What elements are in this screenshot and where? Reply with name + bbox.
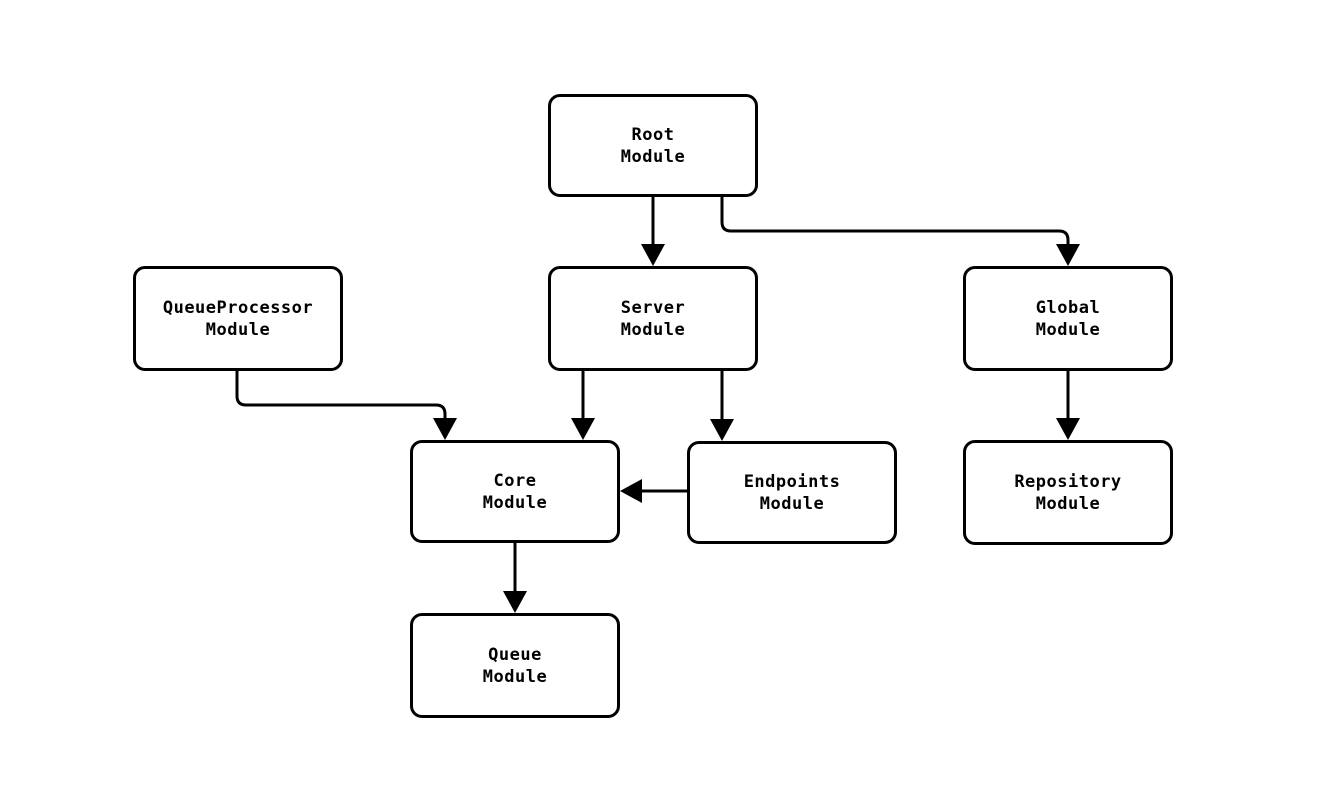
node-label-secondary: Module [620,146,686,167]
arrowhead-icon [503,591,527,613]
edge-server-core [571,371,595,440]
node-label-primary: Core [493,470,537,491]
edge-root-global [720,197,1080,266]
arrowhead-icon [1056,244,1080,266]
arrowhead-icon [641,244,665,266]
arrowhead-icon [571,418,595,440]
edge-line [720,197,1070,248]
node-label-secondary: Module [205,319,271,340]
node-label-primary: Repository [1014,471,1122,492]
edge-server-endpoints [710,371,734,441]
edge-root-server [641,197,665,266]
node-label-primary: Root [631,124,675,145]
node-label-primary: Endpoints [743,471,841,492]
node-label-primary: Server [620,297,686,318]
node-label-secondary: Module [1035,319,1101,340]
node-label-secondary: Module [482,492,548,513]
edge-global-repository [1056,371,1080,440]
arrowhead-icon [620,479,642,503]
edge-core-queue [503,543,527,613]
node-label-primary: QueueProcessor [162,297,314,318]
node-label-primary: Queue [488,644,542,665]
arrowhead-icon [710,419,734,441]
arrowhead-icon [433,418,457,440]
node-label-secondary: Module [482,666,548,687]
node-label-primary: Global [1035,297,1101,318]
node-label-secondary: Module [620,319,686,340]
edge-queueprocessor-core [235,371,457,440]
edge-line [235,371,447,422]
node-label-secondary: Module [759,493,825,514]
node-label-secondary: Module [1035,493,1101,514]
edge-endpoints-core [620,479,687,503]
arrowhead-icon [1056,418,1080,440]
